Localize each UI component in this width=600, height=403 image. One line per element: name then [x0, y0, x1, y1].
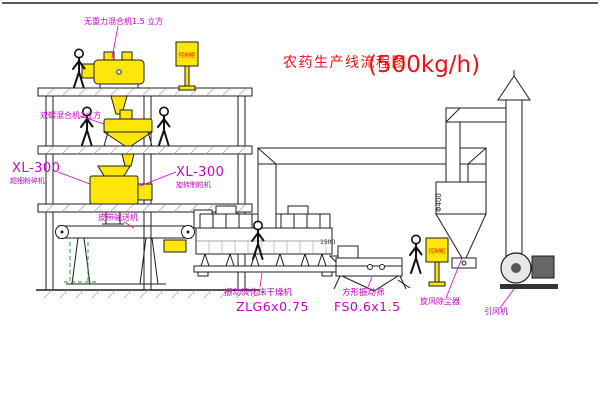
- double-screw-mixer-label: 双螺混合机3立方: [40, 110, 101, 120]
- gravity-free-mixer: [81, 51, 145, 115]
- belt-conveyor-label: 皮带输送机: [98, 212, 138, 222]
- screen-dimension-label: 1500: [320, 239, 335, 246]
- granulator-name-label: 旋转制粒机: [176, 180, 211, 189]
- belt-conveyor: [55, 225, 195, 285]
- conveyor-drive: [163, 239, 187, 253]
- dryer-name-label: 振动流化床干燥机: [224, 287, 293, 298]
- cabinet-top-text: 控制柜: [179, 51, 196, 59]
- rotary-granulator: [89, 165, 153, 225]
- mill-model-label: XL-300: [12, 161, 60, 176]
- discharge-dashed-lines: [64, 242, 96, 283]
- screen-name-label: 方形振动筛: [342, 287, 385, 298]
- cyclone-separator: Φ400: [435, 181, 487, 269]
- granulator-discharge-chute: [102, 212, 124, 225]
- exhaust-stack: [497, 70, 531, 257]
- mill-name-label: 超细粉碎机: [10, 176, 45, 185]
- building-frame: [36, 87, 261, 299]
- screen-model-label: FS0.6x1.5: [334, 299, 401, 314]
- control-cabinet-right: 控制柜: [425, 237, 449, 287]
- dryer-model-label: ZLG6x0.75: [236, 299, 309, 314]
- label-leaders: [57, 25, 515, 309]
- dryer-exhaust-riser: [257, 163, 277, 229]
- dryer-springs: [200, 253, 327, 267]
- gravity-mixer-label: 无重力混合机1.5 立方: [84, 16, 163, 26]
- worker-figure: [409, 234, 423, 274]
- double-screw-mixer: [102, 109, 154, 167]
- vibrating-screen: 1500: [320, 239, 411, 292]
- worker-figure: [157, 106, 171, 146]
- screen-inlet: [337, 245, 359, 259]
- mixer2-discharge-chute: [121, 153, 135, 167]
- cyclone-outlet-pipe: [445, 119, 461, 185]
- cyclone-name-label: 旋风除尘器: [420, 296, 460, 306]
- control-cabinet-top: 控制柜: [175, 41, 199, 91]
- pipe-diameter-label: Φ400: [435, 193, 443, 212]
- cabinet-right-text: 控制柜: [429, 247, 446, 255]
- diagram-title: 农药生产线流程图: [283, 55, 407, 71]
- induced-draft-fan: [500, 252, 558, 289]
- granulator-model-label: XL-300: [176, 165, 224, 180]
- diagram-capacity: (500kg/h): [368, 52, 480, 78]
- fan-name-label: 引风机: [484, 306, 508, 316]
- fluid-bed-dryer: [193, 163, 352, 277]
